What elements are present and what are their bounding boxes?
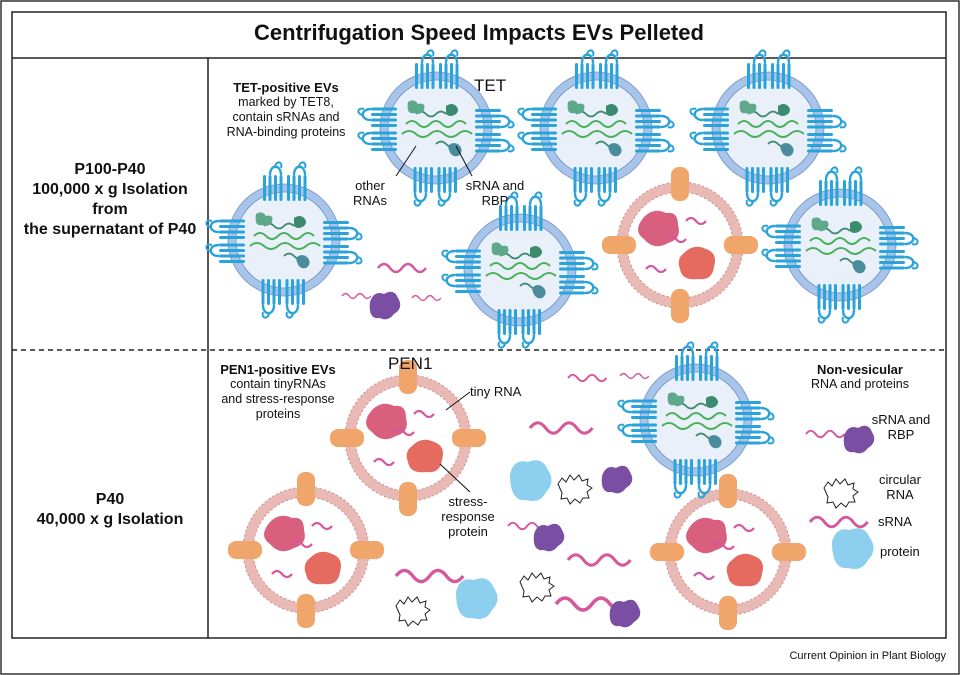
srna-rbp-line: RBP: [481, 193, 509, 208]
row-label-line: 40,000 x g Isolation: [36, 511, 184, 528]
tet-body-line: contain sRNAs and: [232, 110, 340, 124]
legend-srna-rbp-label: sRNA and RBP: [866, 412, 936, 442]
nonvesicular-subheading: RNA and proteins: [811, 377, 909, 391]
legend-line: sRNA and: [871, 412, 931, 427]
figure-title: Centrifugation Speed Impacts EVs Pellete…: [254, 20, 704, 45]
pen1-section-caption: PEN1-positive EVs contain tinyRNAs and s…: [214, 362, 342, 422]
legend-circular-rna-label: circular RNA: [870, 472, 930, 502]
tet-section-caption: TET-positive EVs marked by TET8, contain…: [216, 80, 356, 140]
other-rnas-label: other RNAs: [340, 178, 400, 208]
figure-border: [11, 11, 947, 639]
tet-body-line: marked by TET8,: [238, 95, 334, 109]
pen1-protein-label: PEN1: [388, 354, 433, 373]
pen1-body-line: contain tinyRNAs: [230, 377, 326, 391]
tet-heading: TET-positive EVs: [233, 80, 339, 95]
srna-rbp-line: sRNA and: [465, 178, 525, 193]
pen1-heading: PEN1-positive EVs: [220, 362, 336, 377]
journal-credit: Current Opinion in Plant Biology: [789, 650, 946, 662]
stress-protein-line: stress-: [448, 494, 488, 509]
legend-line: RNA: [886, 487, 914, 502]
row-label-line: 100,000 x g Isolation from: [32, 181, 188, 218]
tiny-rna-pointer: [445, 391, 471, 411]
legend-line: circular: [879, 472, 921, 487]
row-label-line: P100-P40: [74, 161, 146, 178]
legend-protein-label: protein: [880, 544, 920, 559]
tet-body-line: RNA-binding proteins: [226, 125, 346, 139]
tet-protein-label: TET: [474, 76, 507, 95]
tiny-rna-label: tiny RNA: [470, 384, 522, 399]
other-rnas-pointer: [395, 145, 417, 177]
other-rnas-line: RNAs: [353, 193, 387, 208]
srna-rbp-pointer: [455, 145, 473, 177]
pen1-body-line: proteins: [255, 407, 301, 421]
legend-line: RBP: [887, 427, 915, 442]
stress-protein-label: stress- response protein: [430, 494, 506, 539]
srna-rbp-label: sRNA and RBP: [460, 178, 530, 208]
row-label-p40: P40 40,000 x g Isolation: [14, 490, 206, 530]
nonvesicular-heading: Non-vesicular: [817, 362, 903, 377]
stress-protein-line: response: [441, 509, 495, 524]
row-label-line: the supernatant of P40: [23, 221, 197, 238]
other-rnas-line: other: [355, 178, 385, 193]
legend-srna-label: sRNA: [878, 514, 912, 529]
stress-protein-line: protein: [448, 524, 488, 539]
pen1-body-line: and stress-response: [221, 392, 335, 406]
stress-protein-pointer: [439, 463, 471, 493]
row-label-p100-p40: P100-P40 100,000 x g Isolation from the …: [14, 160, 206, 240]
row-label-line: P40: [95, 491, 125, 508]
nonvesicular-caption: Non-vesicular RNA and proteins: [780, 362, 940, 392]
